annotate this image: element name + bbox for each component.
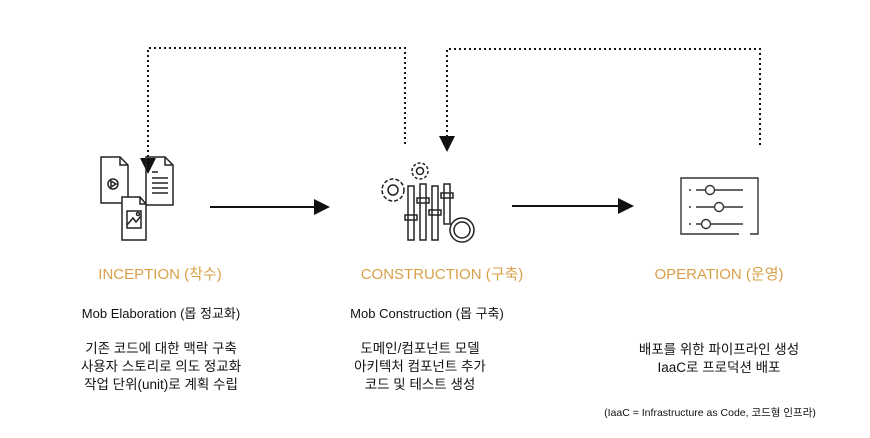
feedback-loop-operation-to-construction (439, 48, 761, 152)
stage-title-construction: CONSTRUCTION (구축) (360, 266, 524, 283)
settings-panel-icon (680, 177, 759, 235)
footnote: (IaaC = Infrastructure as Code, 코드형 인프라) (604, 407, 816, 419)
description-line: 기존 코드에 대한 맥락 구축 (85, 341, 237, 356)
description-line: 작업 단위(unit)로 계획 수립 (84, 377, 238, 392)
description-line: 아키텍처 컴포넌트 추가 (354, 359, 486, 374)
documents-icon (100, 156, 174, 241)
gears-sliders-icon (381, 162, 475, 243)
stage-title-operation: OPERATION (운영) (654, 266, 784, 283)
stage-description-construction: 도메인/컴포넌트 모델 아키텍처 컴포넌트 추가 코드 및 테스트 생성 (280, 340, 560, 394)
feedback-loop-construction-to-inception (140, 47, 406, 174)
description-line: 도메인/컴포넌트 모델 (360, 341, 480, 356)
description-line: 배포를 위한 파이프라인 생성 (638, 342, 800, 357)
stage-description-operation: 배포를 위한 파이프라인 생성 IaaC로 프로덕션 배포 (579, 341, 859, 377)
description-line: IaaC로 프로덕션 배포 (657, 360, 781, 375)
stage-description-inception: 기존 코드에 대한 맥락 구축 사용자 스토리로 의도 정교화 작업 단위(un… (21, 340, 301, 394)
stage-subtitle-construction: Mob Construction (몹 구축) (350, 306, 504, 321)
stage-title-inception: INCEPTION (착수) (98, 266, 222, 283)
description-line: 코드 및 테스트 생성 (364, 377, 476, 392)
description-line: 사용자 스토리로 의도 정교화 (80, 359, 242, 374)
stage-subtitle-inception: Mob Elaboration (몹 정교화) (81, 306, 241, 321)
